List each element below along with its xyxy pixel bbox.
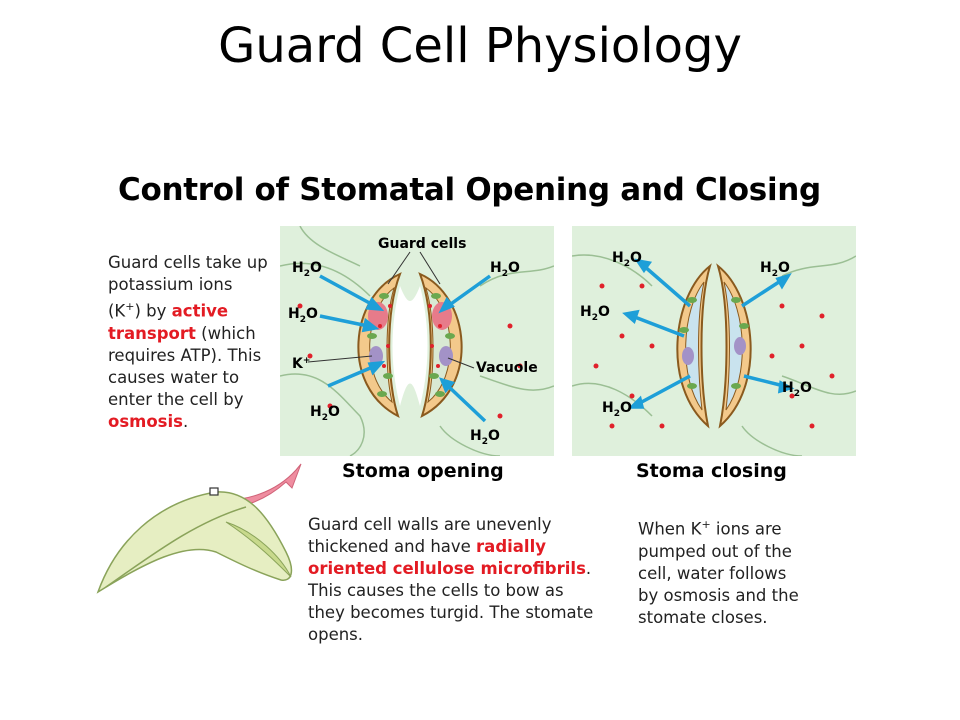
stoma-closing-caption: Stoma closing (636, 460, 787, 482)
right-explanation: When K+ ions are pumped out of the cell,… (638, 518, 799, 627)
label-h2o: H2O (580, 304, 610, 323)
figure-title: Control of Stomatal Opening and Closing (118, 172, 821, 208)
label-h2o: H2O (782, 380, 812, 399)
label-vacuole: Vacuole (476, 360, 538, 376)
closing-labels: H2O H2O H2O H2O H2O (580, 250, 812, 419)
label-guard-cells: Guard cells (378, 236, 466, 252)
stoma-opening-diagram: Guard cells Vacuole K+ H2O H2O H2O H2O H… (280, 226, 554, 456)
closing-organelles (593, 283, 835, 429)
leaf-sample-marker (209, 487, 219, 496)
label-h2o: H2O (760, 260, 790, 279)
leaf-blade (96, 491, 293, 594)
slide-title: Guard Cell Physiology (218, 18, 742, 74)
closing-panel-bg (572, 226, 856, 456)
left-explanation: Guard cells take up potassium ions (K+) … (108, 253, 268, 431)
label-h2o: H2O (602, 400, 632, 419)
label-h2o: H2O (612, 250, 642, 269)
label-h2o: H2O (490, 260, 520, 279)
label-h2o: H2O (310, 404, 340, 423)
stoma-closing-diagram: H2O H2O H2O H2O H2O (572, 226, 856, 456)
leaf-midrib (105, 506, 247, 588)
middle-explanation: Guard cell walls are unevenly thickened … (308, 515, 594, 644)
stoma-pore-open (392, 286, 428, 406)
label-h2o: H2O (292, 260, 322, 279)
stoma-opening-caption: Stoma opening (342, 460, 504, 482)
label-h2o: H2O (470, 428, 500, 447)
closing-guard-cell-left (676, 263, 712, 429)
label-h2o: H2O (288, 306, 318, 325)
leaf-illustration (96, 463, 302, 594)
leaf-fold (225, 521, 292, 578)
epidermal-cell-outlines (280, 226, 554, 456)
opening-water-arrows (319, 274, 492, 423)
epidermal-cell-outlines (572, 254, 856, 456)
closing-water-arrows (622, 258, 795, 409)
opening-labels: Guard cells Vacuole K+ H2O H2O H2O H2O H… (288, 236, 538, 447)
